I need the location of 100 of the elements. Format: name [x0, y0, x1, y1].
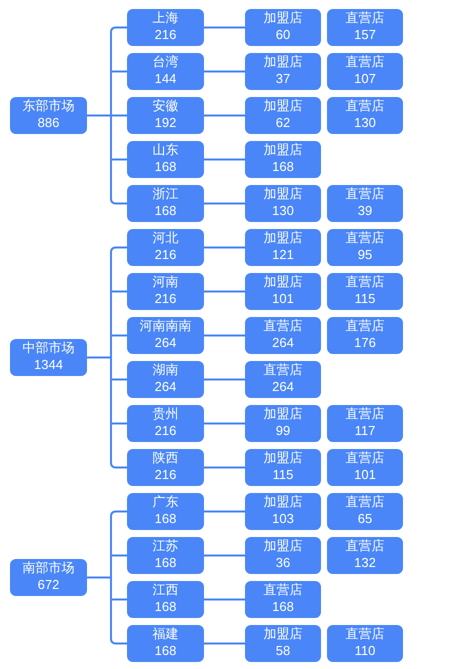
connector-line [204, 70, 245, 72]
node-value: 60 [276, 26, 290, 43]
node-label: 加盟店 [264, 229, 302, 246]
node-box [127, 141, 204, 178]
node-label: 浙江 [152, 185, 178, 202]
connector-line [204, 202, 245, 204]
node-box [327, 273, 403, 310]
connector-line [204, 510, 245, 512]
node-label: 直营店 [264, 581, 302, 598]
node-value: 157 [354, 26, 376, 43]
node-label: 陕西 [152, 449, 178, 466]
connector-line [204, 554, 245, 556]
node-label: 贵州 [152, 405, 178, 422]
node-value: 168 [154, 598, 176, 615]
node-label: 南部市场 [22, 559, 74, 576]
node-box [245, 537, 321, 574]
node-value: 168 [154, 202, 176, 219]
node-label: 直营店 [346, 317, 384, 334]
connector-line [204, 114, 245, 116]
node-box [327, 9, 403, 46]
node-box [245, 53, 321, 90]
node-label: 加盟店 [264, 97, 302, 114]
node-value: 65 [358, 510, 372, 527]
node-box [245, 625, 321, 662]
node-value: 886 [38, 114, 60, 131]
node-value: 130 [354, 114, 376, 131]
node-box [245, 141, 321, 178]
connector-line [204, 334, 245, 336]
node-label: 湖南 [152, 361, 178, 378]
node-value: 117 [354, 422, 376, 439]
node-label: 直营店 [346, 229, 384, 246]
node-label: 直营店 [346, 537, 384, 554]
node-box [327, 317, 403, 354]
node-label: 加盟店 [264, 625, 302, 642]
connector-line [204, 642, 245, 644]
node-value: 37 [276, 70, 290, 87]
node-box [245, 97, 321, 134]
node-value: 216 [154, 26, 176, 43]
node-box [127, 581, 204, 618]
node-value: 264 [154, 378, 176, 395]
node-label: 加盟店 [264, 493, 302, 510]
node-box [127, 229, 204, 266]
node-box [127, 273, 204, 310]
node-box [127, 185, 204, 222]
node-label: 山东 [152, 141, 178, 158]
node-value: 264 [272, 334, 294, 351]
node-label: 直营店 [346, 449, 384, 466]
node-label: 安徽 [152, 97, 178, 114]
node-value: 216 [154, 466, 176, 483]
connector-line [204, 422, 245, 424]
node-box [127, 405, 204, 442]
node-box [245, 9, 321, 46]
node-value: 130 [272, 202, 294, 219]
connector-line [204, 378, 245, 380]
node-label: 加盟店 [264, 53, 302, 70]
node-label: 直营店 [264, 361, 302, 378]
node-label: 直营店 [346, 185, 384, 202]
node-box [127, 449, 204, 486]
node-label: 加盟店 [264, 185, 302, 202]
connector-line [204, 158, 245, 160]
node-value: 192 [154, 114, 176, 131]
node-box [10, 339, 87, 376]
node-label: 加盟店 [264, 449, 302, 466]
node-value: 168 [154, 158, 176, 175]
node-value: 101 [354, 466, 376, 483]
node-label: 上海 [152, 9, 178, 26]
node-label: 加盟店 [264, 537, 302, 554]
node-box [327, 97, 403, 134]
node-box [127, 97, 204, 134]
node-label: 中部市场 [22, 339, 74, 356]
node-label: 直营店 [346, 493, 384, 510]
node-box [127, 537, 204, 574]
node-value: 99 [276, 422, 290, 439]
node-label: 江苏 [152, 537, 178, 554]
node-box [127, 317, 204, 354]
node-value: 58 [276, 642, 290, 659]
node-label: 加盟店 [264, 273, 302, 290]
node-box [127, 53, 204, 90]
node-box [245, 449, 321, 486]
node-box [245, 273, 321, 310]
node-value: 168 [272, 158, 294, 175]
connector-line [204, 246, 245, 248]
node-box [245, 229, 321, 266]
node-box [327, 625, 403, 662]
node-label: 加盟店 [264, 141, 302, 158]
node-label: 直营店 [264, 317, 302, 334]
node-box [327, 53, 403, 90]
node-label: 直营店 [346, 9, 384, 26]
node-value: 115 [354, 290, 376, 307]
node-label: 东部市场 [22, 97, 74, 114]
connector-line [204, 290, 245, 292]
node-box [327, 493, 403, 530]
node-box [327, 449, 403, 486]
node-box [127, 9, 204, 46]
node-box [127, 361, 204, 398]
connector-line [204, 598, 245, 600]
node-box [10, 97, 87, 134]
node-value: 101 [272, 290, 294, 307]
node-label: 河北 [152, 229, 178, 246]
node-value: 216 [154, 290, 176, 307]
